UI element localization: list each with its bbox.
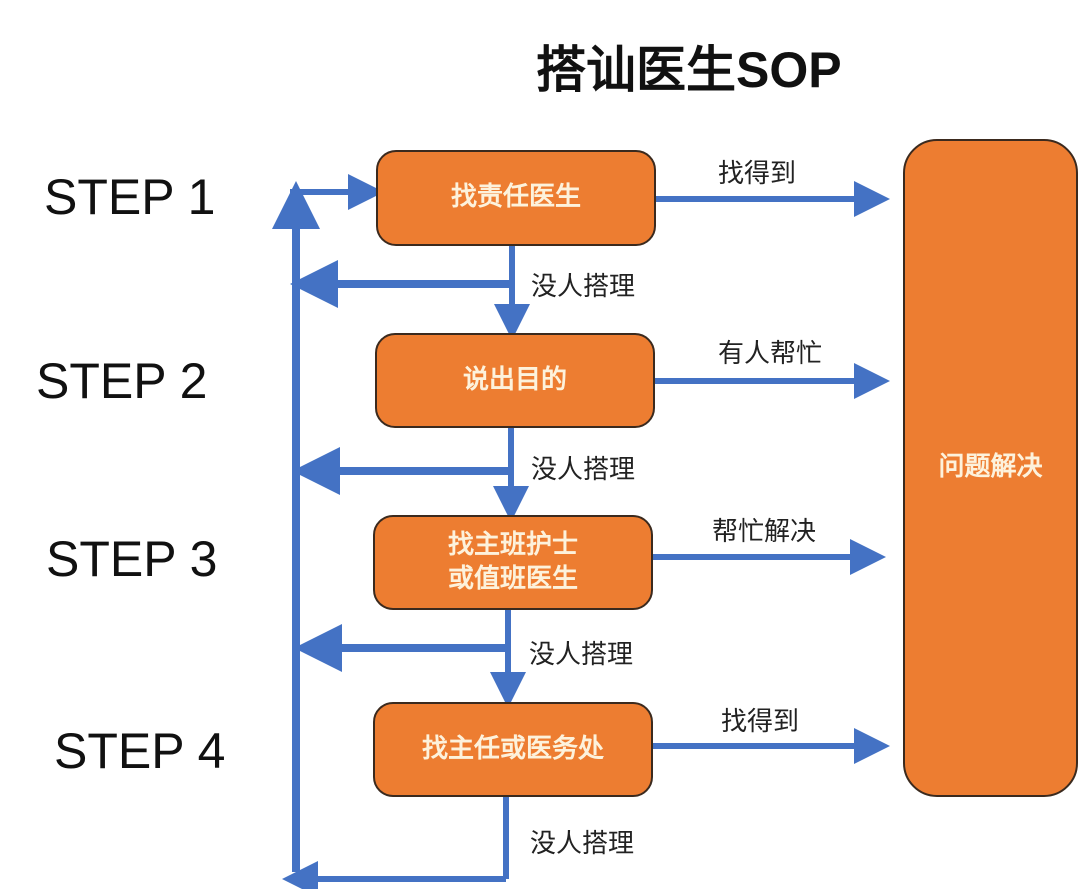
- step-label-4: STEP 4: [54, 723, 226, 779]
- step-box-4: 找主任或医务处: [373, 702, 653, 797]
- result-box: 问题解决: [903, 139, 1078, 797]
- step-label-1: STEP 1: [44, 169, 216, 225]
- step-box-1: 找责任医生: [376, 150, 656, 246]
- title-main: 搭讪医生: [536, 40, 736, 99]
- step-box-3: 找主班护士 或值班医生: [373, 515, 653, 610]
- success-label-1: 找得到: [718, 159, 797, 189]
- step-box-3-line2: 或值班医生: [447, 563, 578, 594]
- fail-label-2: 没人搭理: [531, 455, 636, 485]
- fail-label-1: 没人搭理: [531, 272, 636, 302]
- step-box-1-text: 找责任医生: [450, 182, 581, 213]
- result-text: 问题解决: [938, 452, 1043, 483]
- step-label-3: STEP 3: [46, 531, 218, 587]
- success-label-2: 有人帮忙: [718, 339, 823, 369]
- success-label-3: 帮忙解决: [712, 517, 817, 547]
- step-box-3-line1: 找主班护士: [447, 529, 578, 560]
- title-suffix: SOP: [736, 42, 842, 98]
- step-box-2: 说出目的: [375, 333, 655, 428]
- fail-label-3: 没人搭理: [529, 640, 634, 670]
- diagram-title: 搭讪医生SOP: [536, 30, 846, 102]
- step-box-2-text: 说出目的: [462, 364, 567, 395]
- step-label-2: STEP 2: [36, 353, 208, 409]
- success-label-4: 找得到: [721, 707, 800, 737]
- step-box-4-text: 找主任或医务处: [421, 733, 604, 764]
- fail-label-4: 没人搭理: [530, 829, 635, 859]
